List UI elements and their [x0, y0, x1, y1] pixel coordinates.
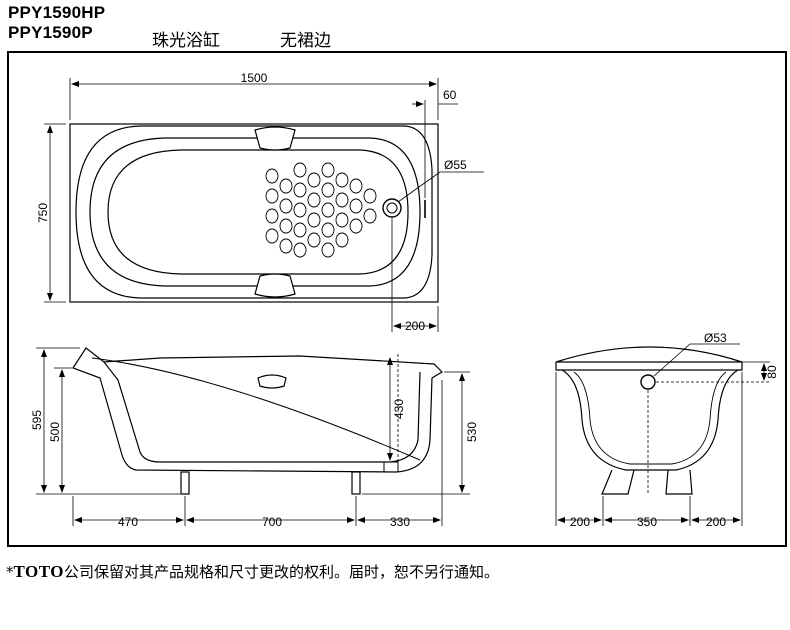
top-view-dimensions: [44, 78, 484, 332]
anti-slip-dot: [335, 192, 349, 208]
bottom-grip-handle: [254, 273, 296, 298]
anti-slip-dot: [363, 188, 377, 204]
anti-slip-dot: [293, 202, 307, 218]
dim-overall-height: 595: [30, 410, 44, 430]
anti-slip-dot: [321, 162, 335, 178]
dim-width: 750: [36, 203, 50, 223]
anti-slip-dot: [321, 222, 335, 238]
side-view-backrest: [91, 357, 421, 461]
dim-drain-diameter: Ø55: [444, 158, 467, 172]
anti-slip-dot: [321, 242, 335, 258]
end-leg-left: [601, 469, 635, 495]
side-view: [72, 347, 443, 495]
anti-slip-dot: [349, 198, 363, 214]
side-view-dimensions: [36, 347, 470, 526]
side-grip-handle: [257, 374, 287, 389]
dim-rim-height: 500: [48, 422, 62, 442]
brand-name: TOTO: [13, 562, 65, 581]
footnote-asterisk: *: [6, 563, 14, 581]
dim-middle-segment: 700: [262, 515, 282, 529]
anti-slip-dot: [307, 172, 321, 188]
drain-outlet: [382, 198, 402, 218]
anti-slip-dot: [307, 212, 321, 228]
anti-slip-dot: [265, 208, 279, 224]
anti-slip-dot: [279, 218, 293, 234]
dim-overflow-diameter: Ø53: [704, 331, 727, 345]
dim-end-left-segment: 200: [570, 515, 590, 529]
anti-slip-dot: [307, 232, 321, 248]
end-view: [555, 346, 743, 495]
end-view-body: [561, 369, 739, 471]
top-grip-handle: [254, 126, 296, 151]
side-leg-right: [351, 471, 361, 495]
tub-rim-inner: [89, 137, 421, 287]
anti-slip-dot: [321, 202, 335, 218]
tub-basin: [107, 149, 409, 275]
anti-slip-dot-pattern: [265, 162, 377, 258]
model-number-p: PPY1590P: [8, 23, 93, 42]
drawing-frame: [7, 51, 787, 547]
dim-end-right-segment: 200: [706, 515, 726, 529]
anti-slip-dot: [321, 182, 335, 198]
product-name: 珠光浴缸: [152, 31, 220, 51]
anti-slip-dot: [307, 192, 321, 208]
side-view-inner: [103, 361, 421, 463]
anti-slip-dot: [279, 238, 293, 254]
end-view-rim-top: [555, 346, 743, 363]
top-view-outline: [69, 123, 439, 303]
anti-slip-dot: [293, 182, 307, 198]
dim-right-segment: 330: [390, 515, 410, 529]
dim-length: 1500: [241, 71, 268, 85]
anti-slip-dot: [279, 198, 293, 214]
dim-overflow-offset: 80: [765, 365, 779, 379]
anti-slip-dot: [265, 168, 279, 184]
top-view: [69, 123, 439, 303]
side-view-outline: [72, 347, 443, 473]
anti-slip-dot: [265, 228, 279, 244]
anti-slip-dot: [265, 188, 279, 204]
anti-slip-dot: [349, 178, 363, 194]
tub-rim-outer: [75, 125, 433, 299]
end-view-dimensions: [555, 343, 770, 526]
anti-slip-dot: [335, 172, 349, 188]
side-leg-left: [180, 471, 190, 495]
dim-drain-offset: 200: [405, 319, 425, 333]
anti-slip-dot: [349, 218, 363, 234]
anti-slip-dot: [335, 212, 349, 228]
anti-slip-dot: [293, 242, 307, 258]
anti-slip-dot: [363, 208, 377, 224]
dim-edge-offset: 60: [443, 88, 457, 102]
dim-height-at-end: 530: [465, 422, 479, 442]
anti-slip-dot: [335, 232, 349, 248]
footnote-text: 公司保留对其产品规格和尺寸更改的权利。届时，恕不另行通知。: [64, 563, 500, 581]
overflow-outlet: [640, 374, 656, 390]
dim-left-segment: 470: [118, 515, 138, 529]
dim-depth: 430: [392, 399, 406, 419]
model-number-hp: PPY1590HP: [8, 3, 106, 22]
product-type: 无裙边: [280, 31, 331, 51]
anti-slip-dot: [293, 222, 307, 238]
disclaimer-footnote: *TOTO公司保留对其产品规格和尺寸更改的权利。届时，恕不另行通知。: [6, 561, 499, 582]
dim-end-middle-segment: 350: [637, 515, 657, 529]
anti-slip-dot: [279, 178, 293, 194]
anti-slip-dot: [293, 162, 307, 178]
end-leg-right: [665, 469, 693, 495]
